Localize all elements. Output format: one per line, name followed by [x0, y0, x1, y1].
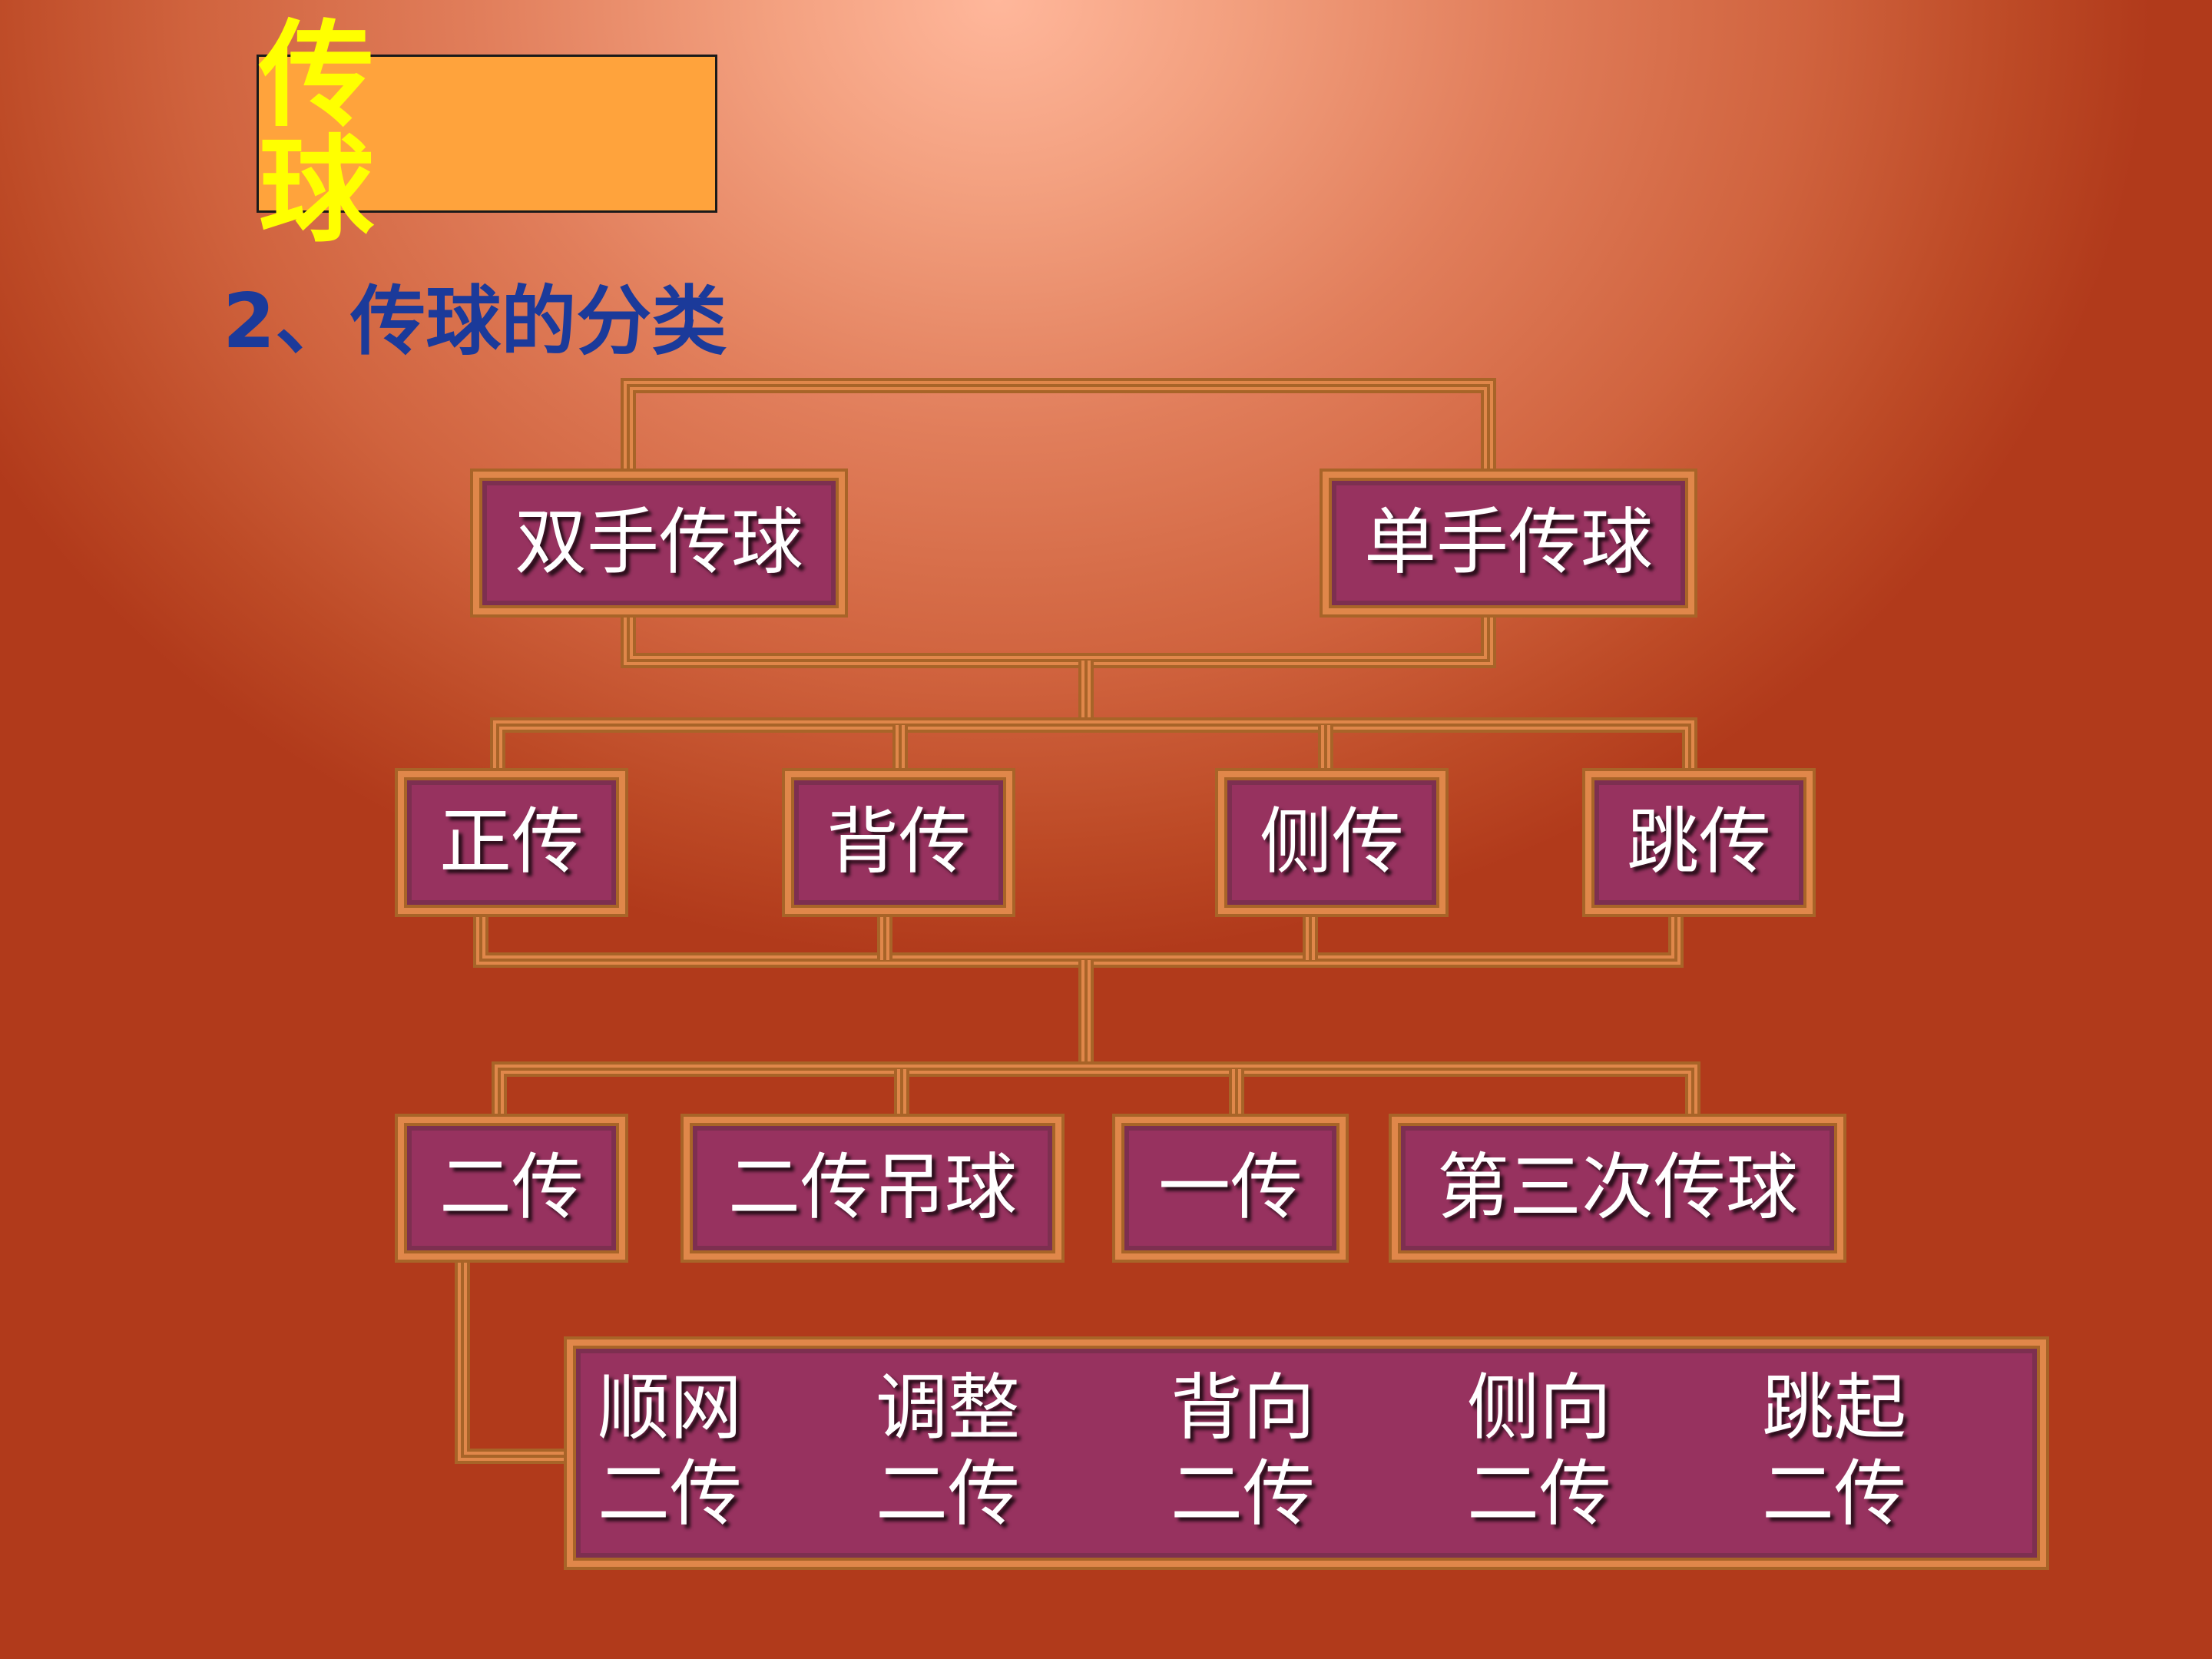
node-label: 二传吊球: [727, 1146, 1017, 1230]
node-label: 二传: [439, 1146, 584, 1230]
slide-title: 传 球: [259, 9, 705, 258]
detail-adjust-set: 调整 二传: [876, 1366, 1020, 1538]
node-label: 单手传球: [1363, 501, 1653, 584]
node-jump-pass: 跳传: [1591, 777, 1806, 908]
node-set-tip: 二传吊球: [690, 1123, 1055, 1253]
detail-line1: 背向: [1171, 1366, 1316, 1450]
connector-line: [473, 908, 1684, 968]
connector-line: [624, 608, 1493, 665]
connector-line: [621, 378, 1496, 478]
connector-line: [498, 1068, 1694, 1123]
connector-line: [458, 1253, 573, 1461]
detail-line2: 二传: [1467, 1452, 1612, 1536]
detail-line1: 调整: [876, 1366, 1021, 1450]
detail-jump-set: 跳起 二传: [1762, 1366, 1906, 1538]
connector-line: [476, 908, 1681, 965]
connector-line: [496, 724, 1691, 777]
node-one-hand-pass: 单手传球: [1329, 478, 1688, 608]
connector-line: [490, 717, 1697, 777]
node-label: 背传: [826, 800, 971, 884]
node-label: 跳传: [1626, 800, 1771, 884]
connector-line: [493, 720, 1694, 777]
detail-back-set: 背向 二传: [1171, 1366, 1315, 1538]
node-label: 一传: [1157, 1146, 1303, 1230]
connector-line: [492, 1061, 1700, 1123]
node-back-pass: 背传: [791, 777, 1006, 908]
node-label: 正传: [439, 800, 584, 884]
detail-line2: 二传: [1171, 1452, 1316, 1536]
node-first-pass: 一传: [1121, 1123, 1339, 1253]
node-third-pass: 第三次传球: [1398, 1123, 1837, 1253]
connector-line: [624, 381, 1493, 478]
detail-side-set: 侧向 二传: [1467, 1366, 1611, 1538]
title-box: 传 球: [257, 18, 717, 249]
node-front-pass: 正传: [404, 777, 619, 908]
detail-line1: 顺网: [598, 1366, 743, 1450]
node-label: 第三次传球: [1436, 1146, 1798, 1230]
connector-line: [495, 1065, 1697, 1123]
connector-line: [627, 384, 1490, 478]
detail-line2: 二传: [1762, 1452, 1907, 1536]
connector-line: [621, 608, 1496, 668]
node-label: 双手传球: [514, 501, 803, 584]
connector-line: [461, 1253, 573, 1458]
node-side-pass: 侧传: [1224, 777, 1439, 908]
set-types-box: 顺网 二传 调整 二传 背向 二传 侧向 二传 跳起 二传: [573, 1346, 2040, 1561]
detail-line1: 跳起: [1762, 1366, 1907, 1450]
node-set: 二传: [404, 1123, 619, 1253]
node-label: 侧传: [1259, 800, 1404, 884]
detail-line1: 侧向: [1467, 1366, 1612, 1450]
connector-line: [455, 1253, 573, 1464]
detail-line2: 二传: [598, 1452, 743, 1536]
detail-net-set: 顺网 二传: [598, 1366, 742, 1538]
detail-line2: 二传: [876, 1452, 1021, 1536]
connector-line: [627, 608, 1490, 662]
connector-line: [479, 908, 1677, 962]
node-two-hand-pass: 双手传球: [479, 478, 839, 608]
section-heading: 2、传球的分类: [223, 278, 727, 366]
